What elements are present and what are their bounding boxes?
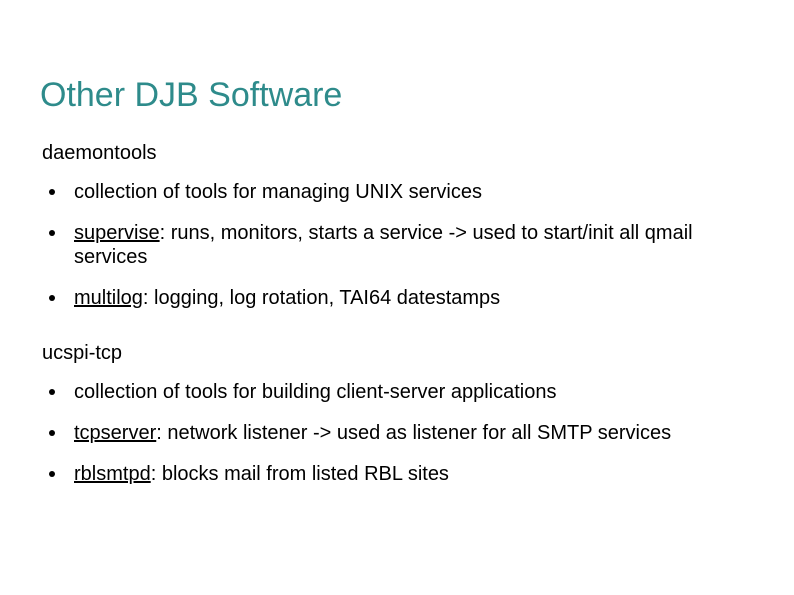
- slide-content: daemontools collection of tools for mana…: [42, 140, 762, 486]
- section-ucspi-tcp: ucspi-tcp collection of tools for buildi…: [42, 340, 762, 486]
- list-item-text: : runs, monitors, starts a service -> us…: [74, 222, 693, 268]
- bullet-dot-icon: [49, 430, 55, 436]
- bullet-list-daemontools: collection of tools for managing UNIX se…: [42, 180, 762, 310]
- section-daemontools: daemontools collection of tools for mana…: [42, 140, 762, 310]
- bullet-dot-icon: [49, 471, 55, 477]
- page-title: Other DJB Software: [40, 75, 343, 114]
- list-item: multilog: logging, log rotation, TAI64 d…: [42, 286, 762, 310]
- list-item-text: collection of tools for building client-…: [74, 381, 557, 403]
- section-heading-ucspi-tcp: ucspi-tcp: [42, 342, 123, 364]
- list-item: tcpserver: network listener -> used as l…: [42, 421, 762, 445]
- list-item: rblsmtpd: blocks mail from listed RBL si…: [42, 462, 762, 486]
- list-item-term: supervise: [74, 222, 160, 244]
- section-heading-daemontools: daemontools: [42, 142, 157, 164]
- list-item-term: multilog: [74, 287, 143, 309]
- list-item-term: rblsmtpd: [74, 463, 151, 485]
- bullet-dot-icon: [49, 389, 55, 395]
- list-item-text: : logging, log rotation, TAI64 datestamp…: [142, 287, 501, 309]
- list-item-term: tcpserver: [74, 422, 157, 444]
- list-item: collection of tools for managing UNIX se…: [42, 180, 762, 204]
- bullet-dot-icon: [49, 189, 55, 195]
- list-item: supervise: runs, monitors, starts a serv…: [42, 221, 762, 269]
- list-item-text: : blocks mail from listed RBL sites: [150, 463, 449, 485]
- list-item-text: collection of tools for managing UNIX se…: [74, 181, 482, 203]
- bullet-list-ucspi-tcp: collection of tools for building client-…: [42, 380, 762, 486]
- bullet-dot-icon: [49, 295, 55, 301]
- list-item-text: : network listener -> used as listener f…: [156, 422, 672, 444]
- list-item: collection of tools for building client-…: [42, 380, 762, 404]
- bullet-dot-icon: [49, 230, 55, 236]
